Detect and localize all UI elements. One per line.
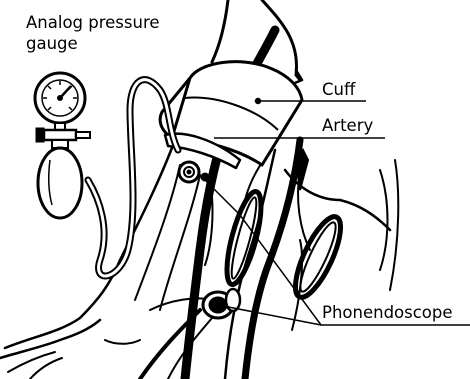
label-gauge-line1: Analog pressure [26, 13, 160, 32]
label-cuff: Cuff [322, 80, 356, 99]
label-artery: Artery [322, 116, 373, 135]
label-gauge-line2: gauge [26, 34, 78, 53]
inflation-bulb [38, 148, 82, 218]
label-phonendoscope: Phonendoscope [322, 303, 453, 322]
